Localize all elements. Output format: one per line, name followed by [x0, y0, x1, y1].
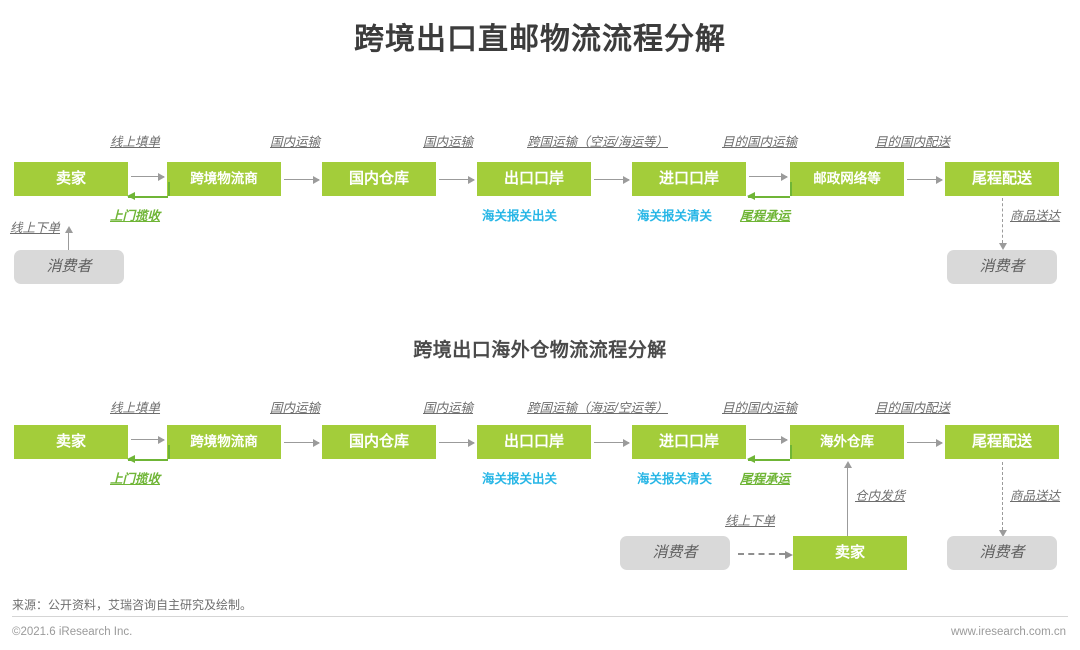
flow1-return-arrow-pickup — [127, 182, 170, 199]
flow1-arrow-3 — [439, 175, 475, 184]
flow1-arrow-6 — [907, 175, 943, 184]
flow1-order-label: 线上下单 — [10, 221, 61, 235]
flow2-return-arrow-pickup — [127, 445, 170, 462]
flow2-node-last-mile[interactable]: 尾程配送 — [945, 425, 1059, 459]
flow1-delivered-label: 商品送达 — [1010, 209, 1061, 223]
flow2-order-label: 线上下单 — [725, 514, 776, 528]
flow2-return-riser-lastmile — [790, 445, 792, 459]
flow2-return-riser-pickup — [168, 445, 170, 459]
flow2-return-arrow-lastmile — [747, 445, 792, 462]
flow1-customs-export: 海关报关出关 — [482, 209, 558, 223]
flow1-arrow-4 — [594, 175, 630, 184]
copyright-text: ©2021.6 iResearch Inc. — [12, 626, 133, 638]
flow1-top-label-2: 国内运输 — [270, 135, 321, 149]
flow1-node-import-port[interactable]: 进口口岸 — [632, 162, 746, 196]
flow1-node-last-mile[interactable]: 尾程配送 — [945, 162, 1059, 196]
flow2-node-overseas-warehouse[interactable]: 海外仓库 — [790, 425, 904, 459]
flow1-return-riser-lastmile — [790, 182, 792, 196]
flow2-node-import-port[interactable]: 进口口岸 — [632, 425, 746, 459]
flow2-top-label-5: 目的国内运输 — [722, 401, 798, 415]
flow2-consumer-bottom[interactable]: 消费者 — [620, 536, 730, 570]
flow1-delivery-arrow — [998, 198, 1007, 250]
flow1-arrow-1 — [131, 172, 165, 181]
website-link[interactable]: www.iresearch.com.cn — [950, 626, 1066, 638]
flow2-arrow-3 — [439, 438, 475, 447]
flow1-top-label-3: 国内运输 — [423, 135, 474, 149]
flow1-consumer-left[interactable]: 消费者 — [14, 250, 124, 284]
flow1-top-label-5: 目的国内运输 — [722, 135, 798, 149]
footer-divider — [12, 616, 1068, 617]
flow2-node-export-port[interactable]: 出口口岸 — [477, 425, 591, 459]
flow1-lastmile-label: 尾程承运 — [740, 209, 791, 223]
flow2-arrow-5 — [749, 435, 788, 444]
flow2-arrow-2 — [284, 438, 320, 447]
flow2-arrow-1 — [131, 435, 165, 444]
flow2-warehouse-ship-label: 仓内发货 — [855, 489, 906, 503]
flow1-consumer-right[interactable]: 消费者 — [947, 250, 1057, 284]
flow2-consumer-right[interactable]: 消费者 — [947, 536, 1057, 570]
flow1-node-domestic-warehouse[interactable]: 国内仓库 — [322, 162, 436, 196]
flow2-pickup-label: 上门揽收 — [110, 472, 161, 486]
flow1-top-label-6: 目的国内配送 — [875, 135, 951, 149]
flow2-node-seller-bottom[interactable]: 卖家 — [793, 536, 907, 570]
flow2-arrow-6 — [907, 438, 943, 447]
flow2-top-label-2: 国内运输 — [270, 401, 321, 415]
flow2-lastmile-label: 尾程承运 — [740, 472, 791, 486]
flow1-consumer-order-arrow — [64, 226, 73, 253]
flow2-node-seller[interactable]: 卖家 — [14, 425, 128, 459]
flow1-node-export-port[interactable]: 出口口岸 — [477, 162, 591, 196]
flow2-customs-export: 海关报关出关 — [482, 472, 558, 486]
flow2-top-label-4: 跨国运输（海运/空运等） — [527, 401, 668, 415]
flow1-top-label-4: 跨国运输（空运/海运等） — [527, 135, 668, 149]
flow1-top-label-1: 线上填单 — [110, 135, 161, 149]
flow2-arrow-4 — [594, 438, 630, 447]
flow1-pickup-label: 上门揽收 — [110, 209, 161, 223]
flow1-node-seller[interactable]: 卖家 — [14, 162, 128, 196]
flow1-node-postal-network[interactable]: 邮政网络等 — [790, 162, 904, 196]
flow2-delivery-arrow — [998, 462, 1007, 537]
flow2-top-label-3: 国内运输 — [423, 401, 474, 415]
flow2-order-arrow — [738, 550, 793, 559]
flow2-node-logistics[interactable]: 跨境物流商 — [167, 425, 281, 459]
flow2-delivered-label: 商品送达 — [1010, 489, 1061, 503]
page-title: 跨境出口直邮物流流程分解 — [354, 23, 726, 56]
flow1-arrow-2 — [284, 175, 320, 184]
flow2-node-domestic-warehouse[interactable]: 国内仓库 — [322, 425, 436, 459]
section-title: 跨境出口海外仓物流流程分解 — [413, 340, 667, 361]
flow2-top-label-1: 线上填单 — [110, 401, 161, 415]
flow1-node-logistics[interactable]: 跨境物流商 — [167, 162, 281, 196]
flow1-customs-import: 海关报关清关 — [637, 209, 713, 223]
flow1-return-arrow-lastmile — [747, 182, 792, 199]
flow1-arrow-5 — [749, 172, 788, 181]
flow1-return-riser-pickup — [168, 182, 170, 196]
flow2-customs-import: 海关报关清关 — [637, 472, 713, 486]
source-note: 来源：公开资料，艾瑞咨询自主研究及绘制。 — [12, 598, 253, 612]
flow2-warehouse-ship-line — [847, 468, 848, 538]
flow2-top-label-6: 目的国内配送 — [875, 401, 951, 415]
